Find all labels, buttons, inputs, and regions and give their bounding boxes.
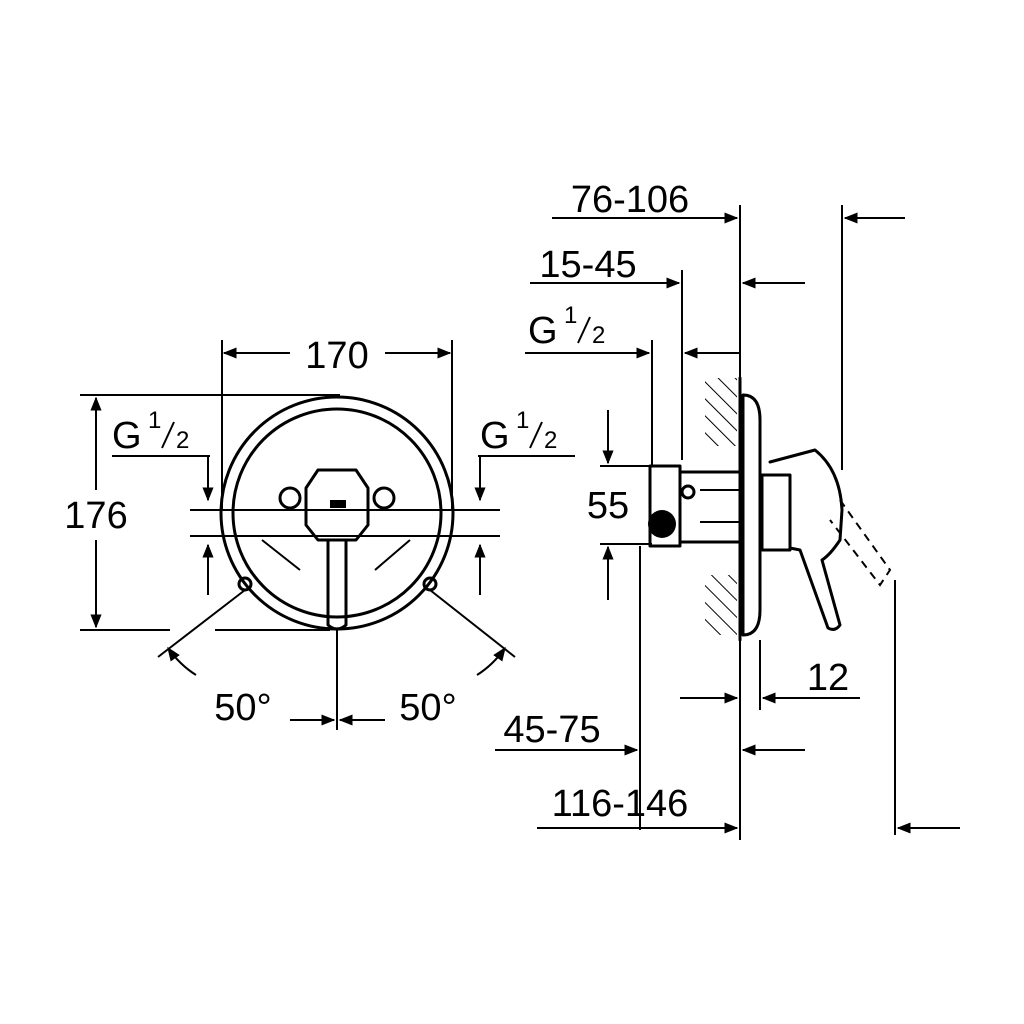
plate-dimension-label: 12 (807, 657, 849, 699)
handle-base (760, 473, 792, 552)
wall-hatch-top (705, 378, 737, 446)
valve-hub (304, 468, 370, 542)
outlet-port (648, 510, 676, 538)
hub-right-lug (372, 486, 396, 510)
front-view: 170 176 G 1 2 G 1 2 50° 50° (64, 335, 575, 730)
body-cartridge (678, 470, 742, 544)
total-range-label: 116-146 (552, 783, 689, 825)
thread-left-g: G (112, 415, 142, 457)
offset-range-label: 15-45 (539, 244, 636, 286)
front-plate-outer-circle (219, 395, 455, 631)
hidden-line (374, 539, 411, 571)
thread-right-den: 2 (544, 427, 557, 454)
angle-right-line (429, 589, 516, 658)
lever-swing-dashed (829, 499, 892, 587)
thread-left-den: 2 (176, 427, 189, 454)
angle-left-arc (167, 646, 197, 676)
hub-left-lug (278, 486, 302, 510)
lower-range-label: 45-75 (503, 709, 600, 751)
angle-left-label: 50° (214, 687, 271, 729)
thread-side-slash (577, 316, 591, 344)
angle-right-arc (476, 646, 506, 676)
thread-label-right: G 1 2 (480, 407, 557, 457)
hidden-line (261, 539, 301, 571)
body-screw (680, 484, 696, 500)
hub-slot (330, 500, 346, 508)
thread-right-slash (529, 421, 543, 449)
side-view: 76-106 15-45 G 1 2 55 12 45-75 116-146 (495, 179, 960, 840)
front-lever (326, 538, 348, 631)
depth-range-top-label: 76-106 (571, 179, 689, 221)
thread-right-g: G (480, 415, 510, 457)
angle-right-label: 50° (399, 687, 456, 729)
thread-side-num: 1 (564, 302, 577, 329)
side-lever (768, 448, 844, 631)
thread-side-den: 2 (592, 322, 605, 349)
width-dimension-label: 170 (305, 335, 368, 377)
thread-label-side: G 1 2 (528, 302, 605, 352)
spacing-dimension-label: 55 (587, 485, 629, 527)
front-plate-inner-circle (231, 407, 443, 619)
thread-left-num: 1 (148, 407, 161, 434)
angle-left-line (157, 589, 246, 658)
thread-left-slash (161, 421, 175, 449)
thread-side-g: G (528, 310, 558, 352)
thread-right-num: 1 (516, 407, 529, 434)
wall-hatch-bottom (705, 575, 737, 635)
thread-label-left: G 1 2 (112, 407, 189, 457)
side-plate (741, 393, 762, 637)
height-dimension-label: 176 (64, 495, 127, 537)
